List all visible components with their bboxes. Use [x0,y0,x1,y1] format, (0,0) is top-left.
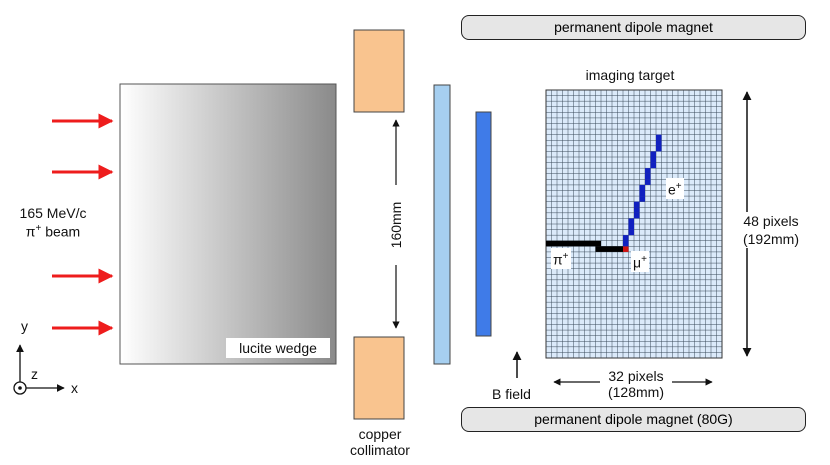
muon-charge: + [641,254,647,265]
muon-stop-cell [623,246,629,252]
light-blue-paddle [433,84,451,365]
wedge-label: lucite wedge [239,340,317,356]
beam-energy: 165 MeV/c [19,205,87,221]
positron-track-cell [650,151,656,157]
positron-track-cell [623,240,629,247]
positron-label: e [668,181,676,198]
width-dim-label: 32 pixels (128mm) [596,368,676,400]
positron-track-cell [634,201,640,208]
positron-track-cell [628,224,634,230]
pion-track-cell [601,246,607,252]
beam-charge: + [35,223,42,234]
pion-track-cell [595,240,601,247]
pion-track-cell [551,240,557,247]
pion-track-cell [557,240,563,247]
pion-track-cell [606,246,612,252]
positron-track-cell [650,162,656,169]
positron-track-cell [634,207,640,213]
particle-tracks [546,134,662,252]
collimator-bottom [353,336,405,420]
pion-label: π [553,251,563,268]
positron-track-cell [656,140,662,146]
beam-arrows [52,113,114,336]
positron-track-cell [623,235,629,241]
pion-track-cell [546,240,552,247]
positron-track-cell [639,184,645,191]
positron-track-cell [634,212,640,219]
positron-track-cell [645,173,651,180]
collimator-top [353,29,405,113]
bottom-magnet-label: permanent dipole magnet (80G) [534,411,733,427]
positron-track-cell [645,168,651,174]
top-magnet: permanent dipole magnet [461,15,806,40]
height-pixels: 48 pixels [743,213,799,229]
lucite-wedge [119,83,337,365]
b-field-label: B field [492,386,531,402]
pion-track-cell [584,240,590,247]
collimator-label-line2: collimator [350,442,410,458]
positron-track-cell [656,134,662,141]
top-magnet-label: permanent dipole magnet [554,19,713,35]
coordinate-axes [13,344,65,395]
positron-charge: + [675,181,682,192]
beam-suffix: beam [45,223,81,240]
width-pixels: 32 pixels [608,368,664,384]
height-mm: (192mm) [742,231,799,247]
pion-track-cell [562,240,568,247]
z-axis-label: z [31,366,38,382]
height-dim-label: 48 pixels (192mm) [731,212,811,248]
muon-label-box: μ+ [631,251,649,272]
pion-track-cell [612,246,618,252]
collimator-label: copper collimator [344,426,416,458]
pion-charge: + [562,251,569,262]
pion-track-cell [590,240,596,247]
wedge-label-box: lucite wedge [226,338,330,358]
z-axis-dot [18,386,22,390]
positron-track-cell [650,157,656,163]
blue-paddle [475,111,492,337]
x-axis-label: x [71,380,78,396]
positron-track-cell [628,218,634,224]
y-axis-label: y [21,318,28,334]
positron-track-cell [645,179,651,185]
positron-track-cell [628,229,634,236]
beam-particle-line: π+ beam [8,221,98,240]
imaging-target-title: imaging target [585,67,675,83]
pion-track-cell [573,240,579,247]
bottom-magnet: permanent dipole magnet (80G) [461,407,806,432]
pion-track-cell [595,246,601,252]
muon-label: μ [633,254,642,271]
positron-label-box: e+ [666,178,684,199]
width-mm: (128mm) [607,384,664,400]
positron-track-cell [639,196,645,202]
positron-track-cell [656,145,662,152]
beam-label: 165 MeV/c π+ beam [8,205,98,240]
pion-track-cell [579,240,585,247]
beam-particle: π [25,223,36,240]
pion-track-cell [617,246,623,252]
pion-label-box: π+ [551,248,571,269]
pion-track-cell [568,240,574,247]
positron-track-cell [639,190,645,197]
collimator-label-line1: copper [358,426,402,442]
collimator-gap-label: 160mm [388,201,404,249]
